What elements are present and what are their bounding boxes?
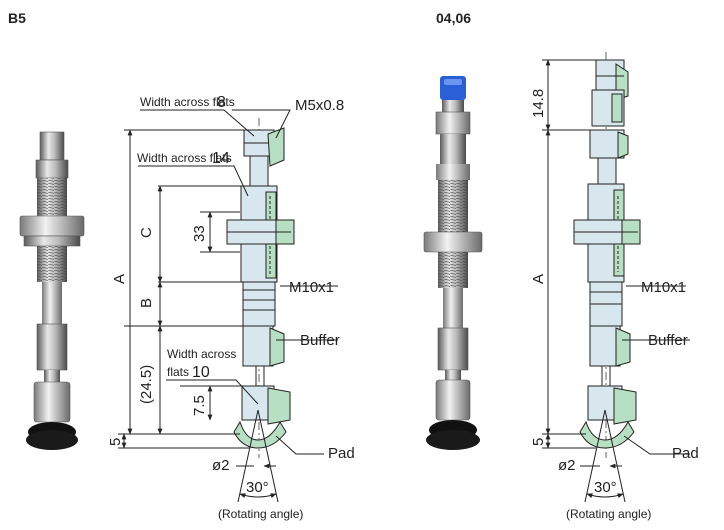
label-dim-5-2: 5 [530,438,547,446]
label-rotating-angle-2: (Rotating angle) [566,507,651,521]
label-pad-2: Pad [672,445,699,462]
label-dim-7-5: 7.5 [191,395,208,416]
label-dim-33: 33 [191,225,208,242]
label-dia-2-2: ø2 [558,457,576,474]
label-dim-5: 5 [107,438,124,446]
product-photo-b5 [19,131,85,450]
model-title-b5: B5 [8,10,26,26]
dimension-drawing-b5 [118,109,338,503]
label-angle-30: 30° [246,479,269,496]
label-dim-a-2: A [530,274,547,284]
label-width-across: Width across [167,347,236,361]
label-buffer: Buffer [300,332,340,349]
label-rotating-angle: (Rotating angle) [218,507,303,521]
label-waf-14: 14 [212,150,230,167]
label-thread-m10-2: M10x1 [641,279,686,296]
label-waf-10: 10 [192,364,210,381]
label-dia-2: ø2 [212,457,230,474]
dimension-drawing-04-06 [542,52,690,503]
label-thread-m5: M5x0.8 [295,97,344,114]
label-dim-a: A [111,274,128,284]
label-dim-b: B [138,298,155,308]
label-thread-m10: M10x1 [289,279,334,296]
model-title-04-06: 04,06 [436,10,472,26]
label-dim-24-5: (24.5) [138,365,155,404]
label-pad: Pad [328,445,355,462]
label-width-across-flats-top: Width across flats [140,95,235,109]
label-angle-30-2: 30° [594,479,617,496]
product-photo-04-06 [423,76,483,450]
label-width-across-flats-mid: Width across flats [137,151,232,165]
label-dim-14-8: 14.8 [530,89,547,118]
label-dim-c: C [138,227,155,238]
label-buffer-2: Buffer [648,332,688,349]
label-waf-8: 8 [217,94,226,111]
label-flats: flats [167,365,189,379]
